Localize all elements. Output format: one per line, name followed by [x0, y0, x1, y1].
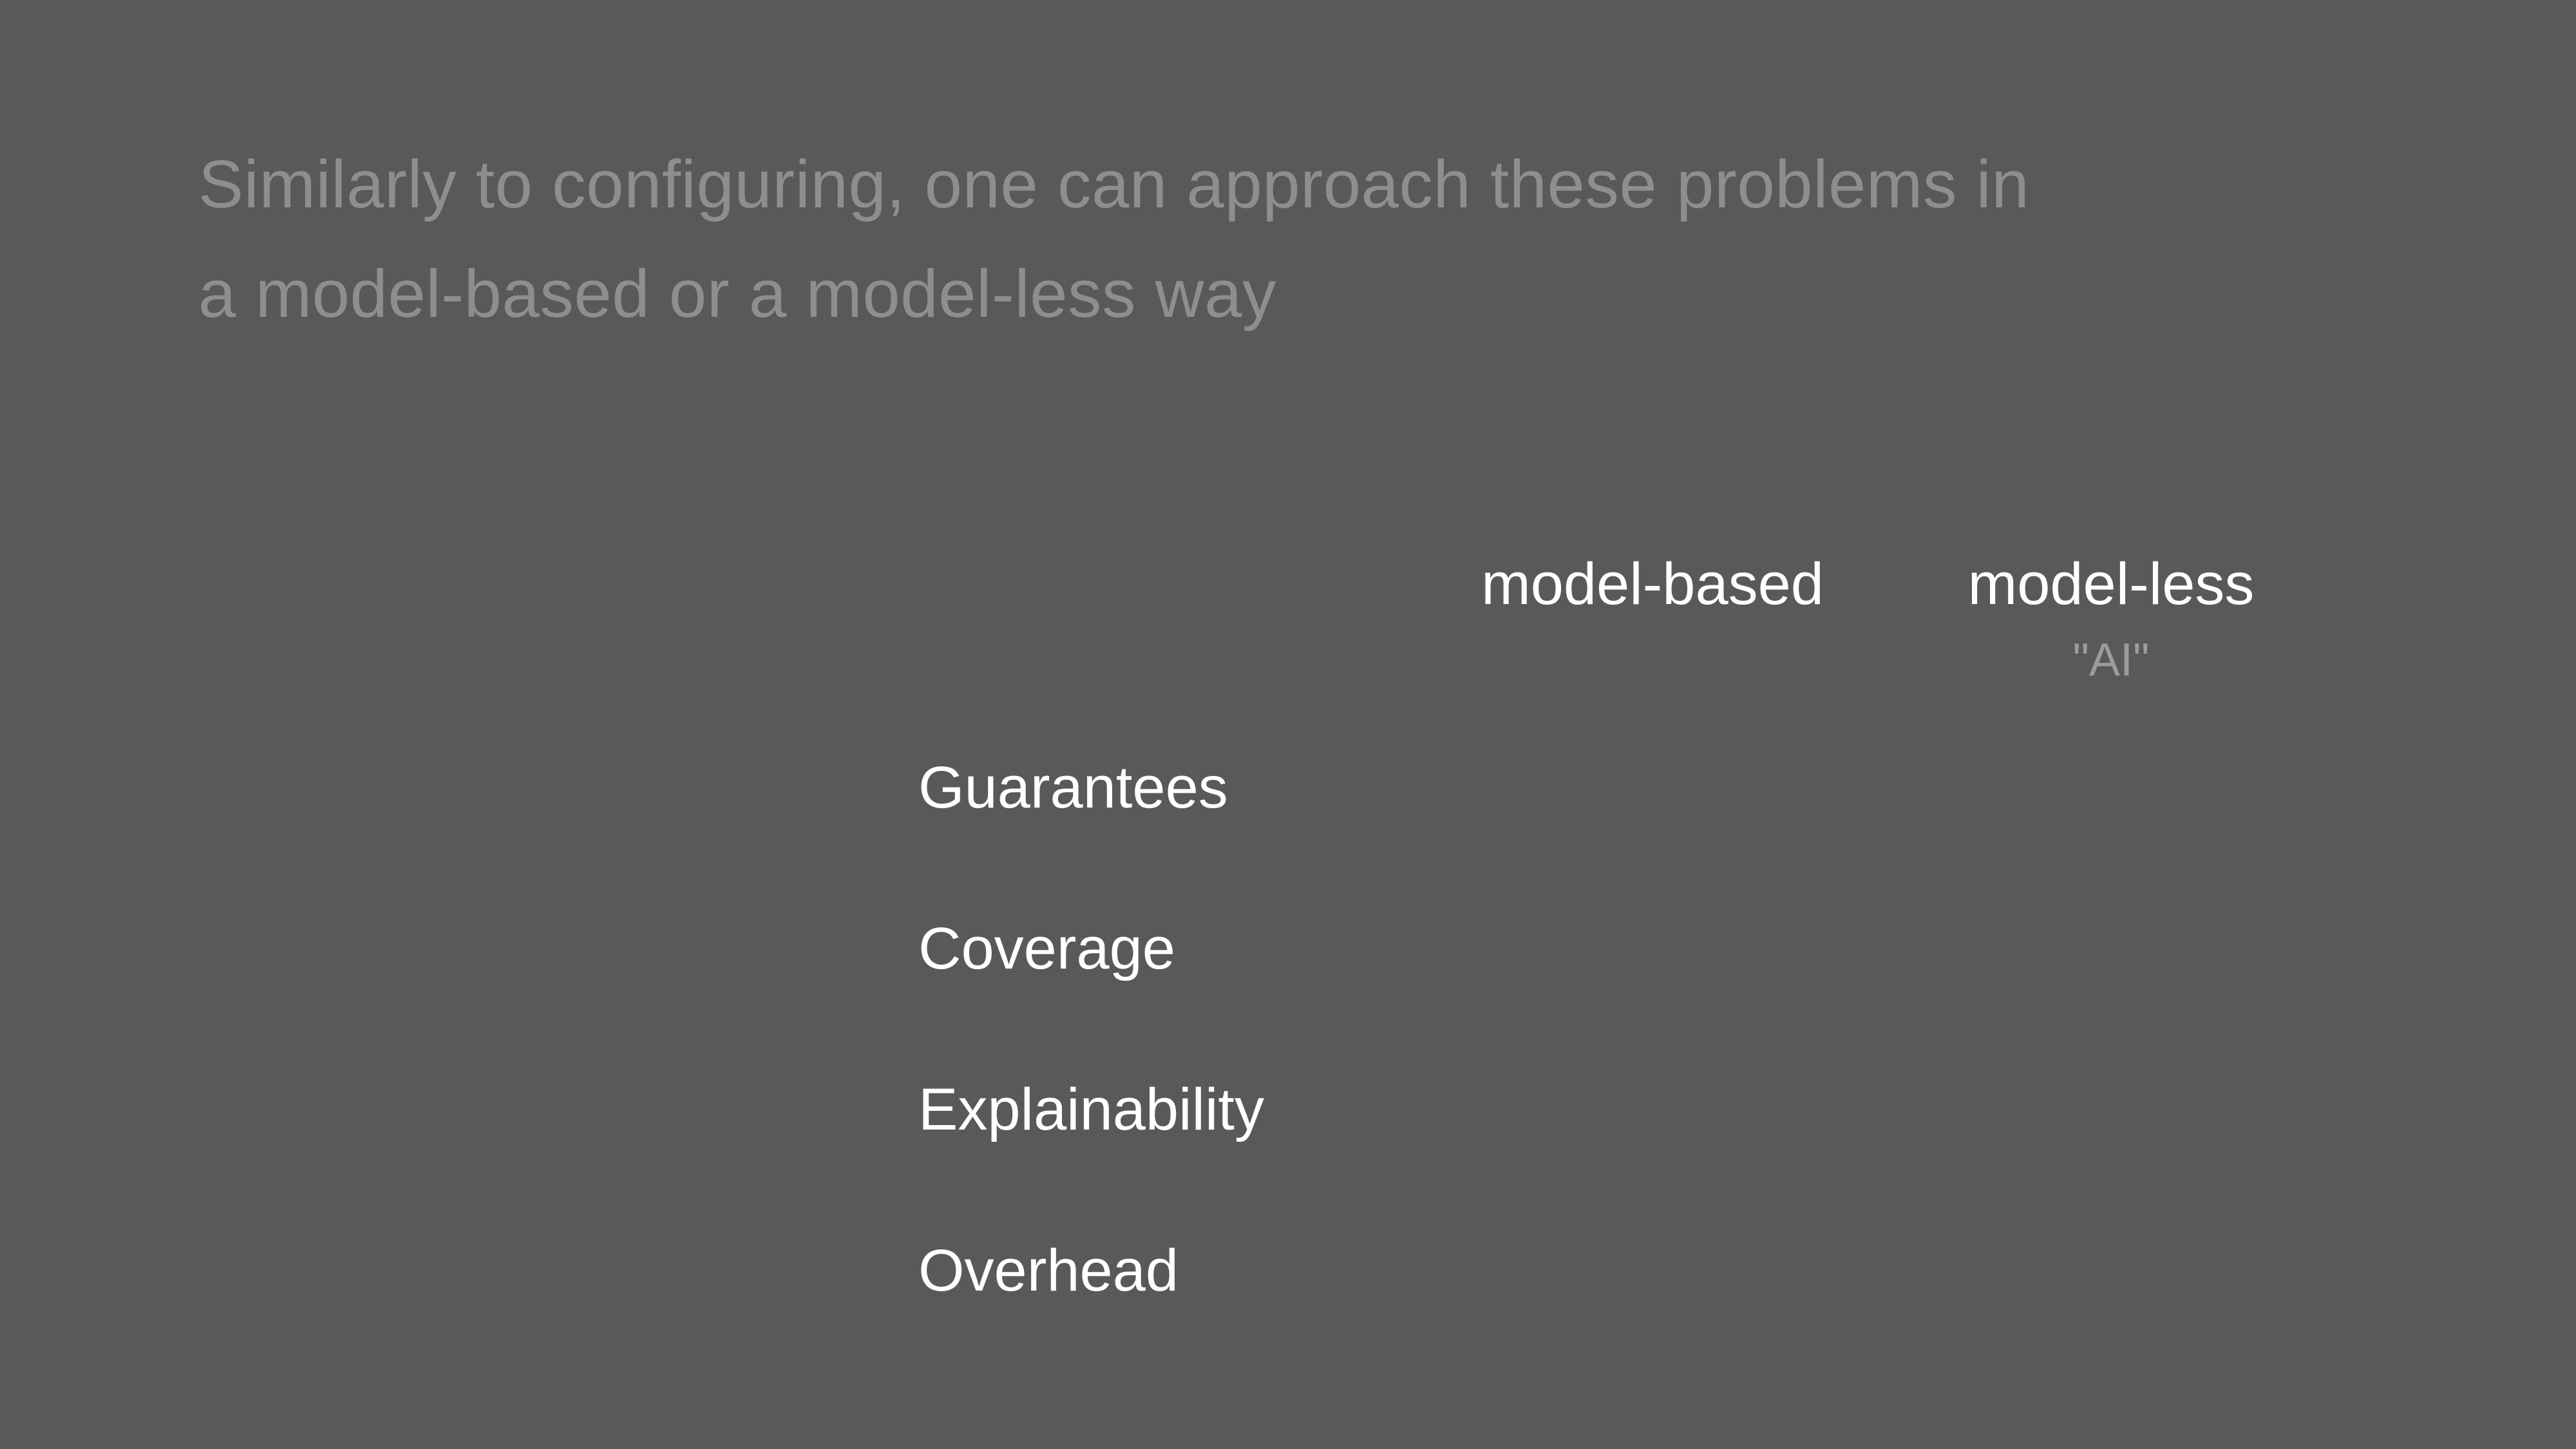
slide-title-line-2: a model-based or a model-less way: [198, 256, 1276, 332]
row-label-guarantees: Guarantees: [918, 755, 1228, 820]
column-header-model-less: model-less: [1967, 551, 2255, 617]
row-label-coverage: Coverage: [918, 916, 1175, 981]
row-label-explainability: Explainability: [918, 1077, 1264, 1142]
row-label-overhead: Overhead: [918, 1238, 1179, 1303]
ai-quote-sublabel: "AI": [2072, 634, 2150, 686]
column-header-model-based: model-based: [1481, 551, 1824, 617]
slide-title-line-1: Similarly to configuring, one can approa…: [198, 147, 2030, 222]
slide-title: Similarly to configuring, one can approa…: [198, 130, 2388, 349]
